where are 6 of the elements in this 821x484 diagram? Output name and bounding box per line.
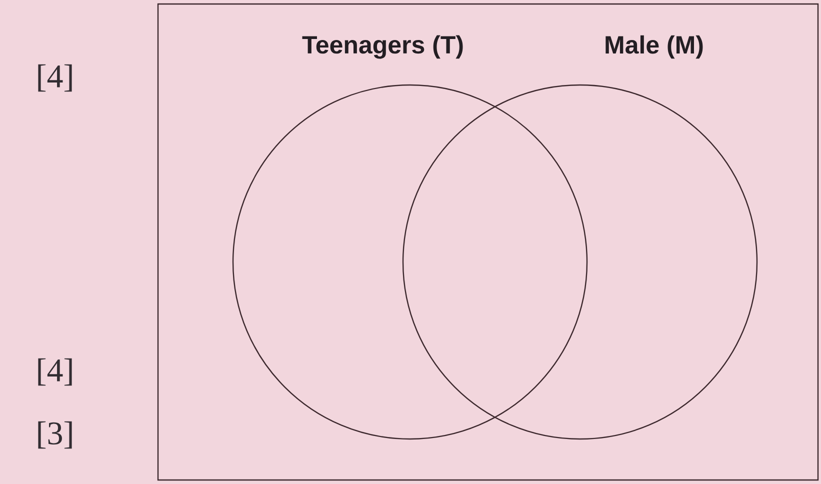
set-label: Male (M) (606, 35, 703, 59)
mark-allocation: [4] (38, 64, 72, 92)
universal-set-rectangle (157, 3, 819, 481)
mark-allocation: [4] (38, 358, 72, 386)
mark-allocation: [3] (38, 421, 72, 449)
set-label: Teenagers (T) (302, 35, 463, 59)
